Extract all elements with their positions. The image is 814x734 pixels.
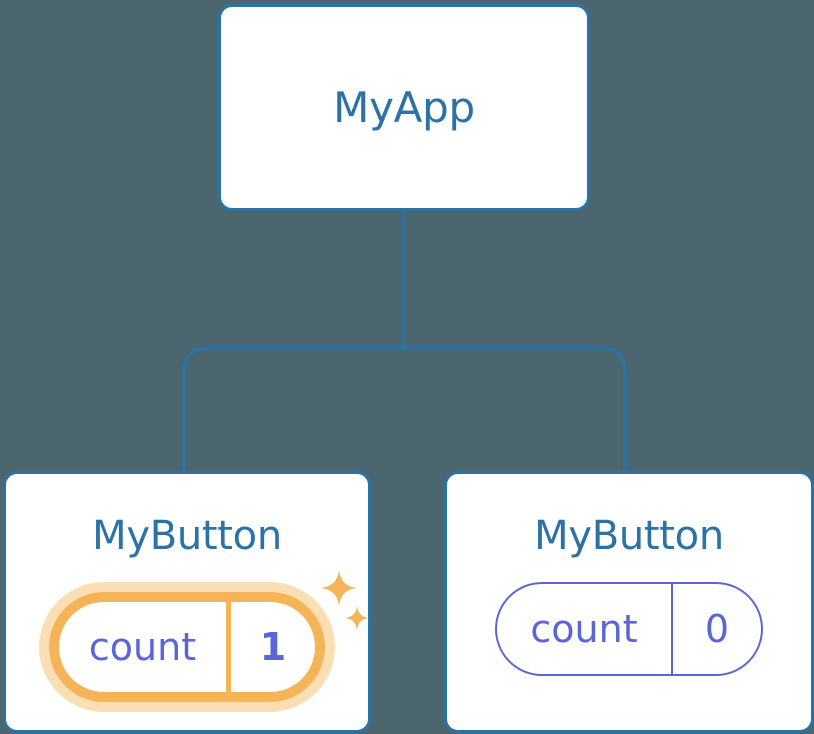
state-pill-key-label: count — [530, 607, 638, 651]
sparkle-large-icon — [321, 570, 357, 606]
state-pill-value-cell: 1 — [231, 602, 315, 692]
node-mybutton-right-title: MyButton — [534, 513, 724, 559]
node-mybutton-right[interactable]: MyButton count 0 — [444, 471, 814, 733]
state-pill-count-left[interactable]: count 1 — [59, 602, 315, 692]
node-myapp[interactable]: MyApp — [218, 4, 590, 211]
state-pill-value-cell: 0 — [673, 584, 761, 674]
sparkle-small-icon — [345, 606, 369, 630]
node-mybutton-left-title: MyButton — [92, 513, 282, 559]
state-pill-halo: count 1 — [39, 582, 335, 712]
state-pill-key-cell: count — [497, 584, 673, 674]
state-pill-highlighted-wrap: count 1 — [39, 570, 369, 712]
node-mybutton-left[interactable]: MyButton count 1 — [3, 471, 371, 733]
connector-branch-bar — [182, 346, 627, 471]
state-pill-key-label: count — [88, 625, 197, 669]
state-pill-value-label: 0 — [704, 607, 730, 651]
state-pill-value-label: 1 — [259, 625, 287, 669]
state-pill-plain-wrap: count 0 — [495, 582, 763, 676]
state-pill-key-cell: count — [59, 602, 231, 692]
node-myapp-title: MyApp — [333, 82, 475, 132]
state-pill-count-right[interactable]: count 0 — [495, 582, 763, 676]
state-pill-ring: count 1 — [49, 592, 325, 702]
